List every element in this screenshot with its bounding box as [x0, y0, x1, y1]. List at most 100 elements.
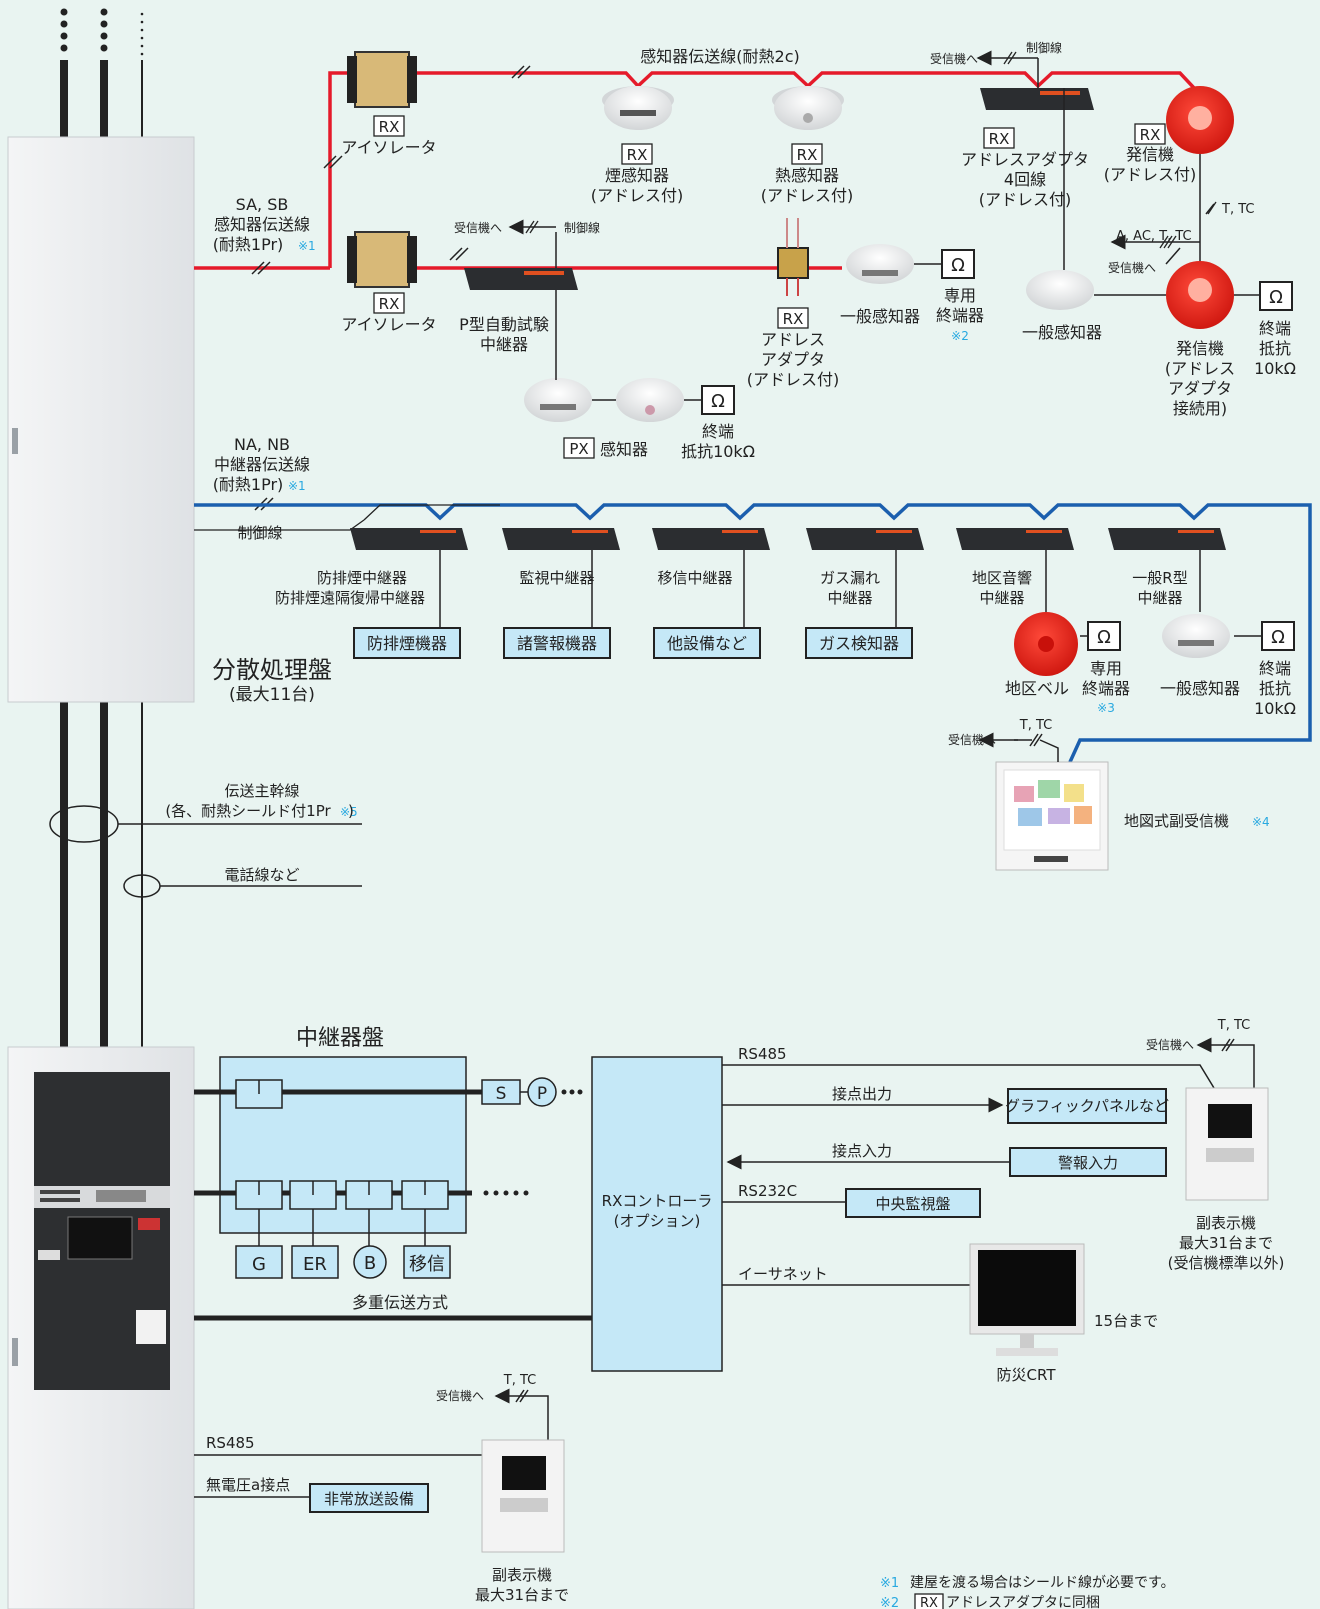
- address-adapter-icon: [777, 218, 809, 296]
- svg-text:RS485: RS485: [206, 1434, 255, 1452]
- svg-text:PX: PX: [569, 440, 588, 458]
- transmitter2-label: 発信機: [1176, 339, 1224, 358]
- svg-text:接点出力: 接点出力: [832, 1085, 892, 1103]
- svg-text:RX: RX: [797, 146, 818, 164]
- distributed-panel-cabinet: [7, 136, 195, 703]
- svg-text:※4: ※4: [1252, 815, 1270, 829]
- device-box-1: 防排煙機器: [367, 634, 447, 653]
- relay-slot-drops: [258, 1091, 528, 1246]
- svg-text:RX: RX: [379, 295, 400, 313]
- district-bell-label: 地区ベル: [1005, 679, 1069, 698]
- relay-4-label: ガス漏れ: [820, 569, 880, 587]
- trunk-markers: [49, 805, 362, 898]
- rx-badges: [373, 115, 1166, 459]
- sub-display-label-2: 副表示機: [492, 1566, 552, 1584]
- terminator-omega-4: [1087, 621, 1121, 651]
- svg-text:(アドレス付): (アドレス付): [747, 370, 840, 389]
- svg-text:A, AC, T, TC: A, AC, T, TC: [1116, 229, 1192, 244]
- svg-text:中継器: 中継器: [480, 335, 528, 354]
- svg-text:RS232C: RS232C: [738, 1182, 797, 1200]
- svg-text:RS485: RS485: [738, 1045, 787, 1063]
- svg-text:(耐熱1Pr): (耐熱1Pr): [213, 475, 284, 494]
- svg-text:RX: RX: [920, 1596, 938, 1609]
- controller-output-boxes: [845, 1088, 1167, 1218]
- panel-subtitle: (最大11台): [229, 685, 315, 705]
- svg-text:P: P: [537, 1084, 547, 1104]
- transmitter-top-label: 発信機: [1126, 145, 1174, 164]
- device-box-3: 他設備など: [667, 634, 747, 653]
- labels: 感知器伝送線(耐熱2c) 受信機へ 制御線 RX アイソレータ RX 煙感知器 …: [165, 40, 1296, 1609]
- svg-text:最大31台まで: 最大31台まで: [1179, 1234, 1273, 1252]
- svg-text:中継器: 中継器: [827, 589, 872, 607]
- svg-text:※1: ※1: [880, 1576, 899, 1591]
- svg-text:受信機へ: 受信機へ: [436, 1388, 484, 1403]
- terminal-res-label-1: 終端: [1259, 319, 1291, 338]
- svg-text:T, TC: T, TC: [503, 1373, 536, 1388]
- svg-text:中継器: 中継器: [979, 589, 1024, 607]
- crt-count-label: 15台まで: [1094, 1312, 1158, 1330]
- relay-3-label: 移信中継器: [657, 569, 732, 587]
- svg-text:RX: RX: [783, 310, 804, 328]
- device-box-2: 諸警報機器: [517, 634, 597, 653]
- heat-detector-label: 熱感知器: [775, 166, 839, 185]
- svg-text:T, TC: T, TC: [1019, 718, 1052, 733]
- emergency-broadcast-box: [309, 1483, 429, 1513]
- receiver-outputs: [194, 1388, 549, 1498]
- isolator-top: [347, 51, 417, 108]
- svg-text:接点入力: 接点入力: [832, 1142, 892, 1160]
- control-line-label-mid: 制御線: [237, 524, 282, 542]
- svg-text:イーサネット: イーサネット: [738, 1265, 828, 1283]
- svg-text:感知器伝送線: 感知器伝送線: [214, 215, 310, 234]
- controller-label: RXコントローラ: [602, 1192, 713, 1210]
- emergency-broadcast-label: 非常放送設備: [324, 1490, 414, 1508]
- general-detector-label-3: 一般感知器: [1160, 679, 1240, 698]
- svg-text:受信機へ: 受信機へ: [1146, 1037, 1194, 1052]
- sub-display-icon-2: [481, 1439, 565, 1553]
- sensor-line-label: 感知器伝送線(耐熱2c): [640, 47, 799, 66]
- footnote-1: 建屋を渡る場合はシールド線が必要です。: [910, 1575, 1175, 1591]
- svg-text:Ω: Ω: [1271, 627, 1285, 648]
- svg-text:RX: RX: [989, 130, 1010, 148]
- sub-display-label: 副表示機: [1196, 1214, 1256, 1232]
- svg-text:10kΩ: 10kΩ: [1254, 699, 1296, 718]
- svg-text:※2: ※2: [880, 1596, 899, 1609]
- svg-text:※5: ※5: [340, 805, 358, 819]
- svg-text:※1: ※1: [298, 239, 316, 253]
- terminator-omega-2: [1259, 281, 1293, 311]
- svg-text:※2: ※2: [951, 329, 969, 343]
- district-bell-icon: [1014, 612, 1078, 676]
- main-line-label: 伝送主幹線: [224, 782, 299, 800]
- address-adapter-4-icon: [980, 88, 1094, 110]
- svg-text:RX: RX: [1140, 126, 1161, 144]
- map-receiver-wiring: [978, 732, 1059, 762]
- main-line-close: ): [348, 802, 354, 820]
- relay-units: [350, 528, 1226, 550]
- isolator-top-label: アイソレータ: [341, 138, 436, 157]
- addr-adapter-label: アドレス: [761, 330, 825, 349]
- svg-text:T, TC: T, TC: [1221, 202, 1254, 217]
- svg-text:受信機へ: 受信機へ: [948, 732, 996, 747]
- map-receiver-icon: [995, 761, 1109, 871]
- svg-text:制御線: 制御線: [564, 220, 600, 235]
- general-detector-icon-2: [1026, 270, 1094, 310]
- p-test-label: P型自動試験: [459, 315, 549, 334]
- svg-text:Ω: Ω: [1097, 627, 1111, 648]
- svg-text:中継器伝送線: 中継器伝送線: [214, 455, 310, 474]
- relay-transmission-line: [194, 503, 1312, 763]
- footnote-2: アドレスアダプタに同梱: [946, 1595, 1100, 1609]
- relay-1-label: 防排煙中継器: [317, 569, 407, 587]
- general-detector-icon-3: [1162, 614, 1230, 658]
- svg-text:(アドレス付): (アドレス付): [591, 186, 684, 205]
- svg-text:(アドレス付): (アドレス付): [1104, 165, 1197, 184]
- relay-5-label: 地区音響: [972, 569, 1032, 587]
- svg-text:(アドレス付): (アドレス付): [979, 190, 1072, 209]
- map-receiver-label: 地図式副受信機: [1124, 812, 1229, 830]
- svg-text:G: G: [252, 1254, 266, 1275]
- svg-text:(オプション): (オプション): [614, 1212, 701, 1230]
- svg-text:Ω: Ω: [951, 255, 965, 276]
- crt-icon: [969, 1243, 1085, 1356]
- relay-6-label: 一般R型: [1132, 569, 1187, 587]
- px-detector-icon-1: [524, 378, 592, 422]
- svg-text:RX: RX: [379, 118, 400, 136]
